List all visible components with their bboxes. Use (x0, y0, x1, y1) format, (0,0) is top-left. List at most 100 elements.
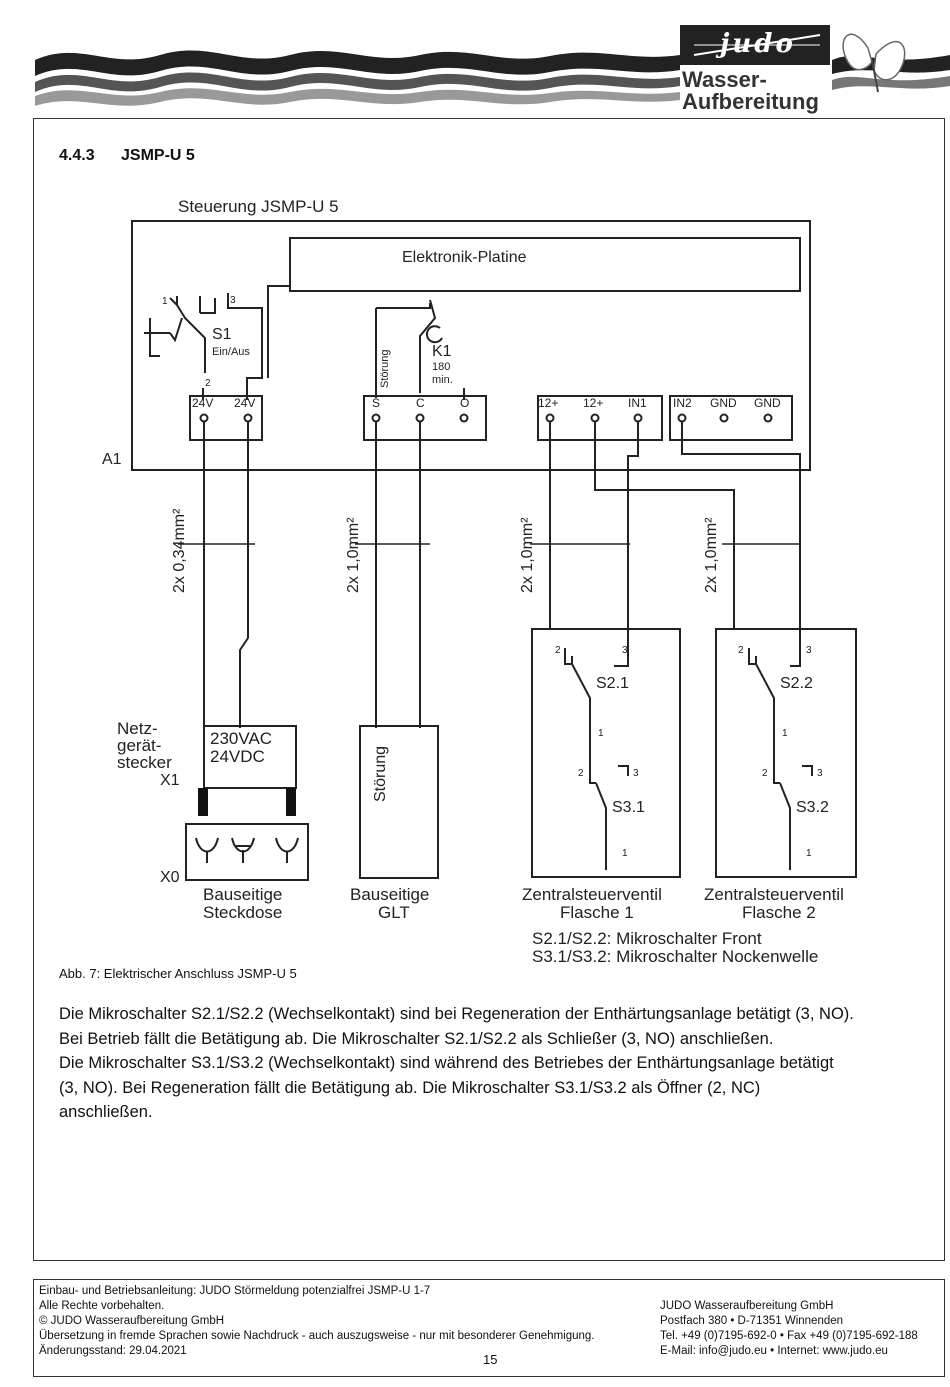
terminal-o: O (460, 396, 469, 410)
s1-pin-1: 1 (162, 296, 168, 307)
footer-rights: Alle Rechte vorbehalten. (39, 1300, 165, 1312)
x1-label: X1 (160, 772, 180, 789)
footer-translation-note: Übersetzung in fremde Sprachen sowie Nac… (39, 1330, 595, 1342)
s31-pin-3: 3 (633, 768, 639, 779)
footer-right: JUDO Wasseraufbereitung GmbH Postfach 38… (660, 1299, 918, 1359)
s22-switch: S2.2 2 3 1 (738, 645, 813, 739)
valve-2-caption-2: Flasche 2 (742, 903, 816, 922)
k1-relay: K1 180 min. Störung (375, 299, 453, 398)
s1-label: S1 (212, 326, 232, 343)
x0-label: X0 (160, 869, 180, 886)
wire-24v-2 (227, 293, 263, 400)
plug-prong-left (198, 788, 208, 816)
logo-line-2: Aufbereitung (682, 89, 819, 114)
s21-label: S2.1 (596, 675, 629, 692)
psu-line-2: 24VDC (210, 747, 265, 766)
s1-pin-2: 2 (205, 378, 211, 389)
wire-board-24v (267, 285, 290, 378)
body-line: (3, NO). Bei Regeneration fällt die Betä… (59, 1078, 761, 1097)
logo-badge: judo (680, 25, 830, 65)
s32-pin-2: 2 (762, 768, 768, 779)
footer-company: JUDO Wasseraufbereitung GmbH (660, 1300, 834, 1312)
board-label: Elektronik-Platine (402, 249, 527, 266)
terminal-s: S (372, 396, 380, 410)
socket-caption-1: Bauseitige (203, 885, 282, 904)
k1-time: 180 (432, 361, 450, 373)
terminal-12plus-2: 12+ (583, 396, 603, 410)
s21-pin-1: 1 (598, 728, 604, 739)
body-paragraph: Die Mikroschalter S2.1/S2.2 (Wechselkont… (59, 1002, 929, 1125)
footer-copyright: © JUDO Wasseraufbereitung GmbH (39, 1315, 225, 1327)
terminal-24v-2: 24V (234, 396, 255, 410)
butterfly-icon (842, 33, 906, 93)
socket-box (185, 823, 309, 881)
cable-label-4: 2x 1,0mm² (703, 517, 720, 593)
valve-2-box (715, 628, 857, 878)
valve-1-caption-1: Zentralsteuerventil (522, 885, 662, 904)
s31-pin-2: 2 (578, 768, 584, 779)
footer-left: Einbau- und Betriebsanleitung: JUDO Stör… (39, 1284, 594, 1359)
s21-pin-2: 2 (555, 645, 561, 656)
wiring-diagram: Steuerung JSMP-U 5 A1 Elektronik-Platine… (102, 197, 857, 966)
cable-power-2 (239, 422, 249, 728)
terminal-gnd-2: GND (754, 396, 781, 410)
terminal-block-power (189, 395, 263, 441)
valve-2-caption-1: Zentralsteuerventil (704, 885, 844, 904)
switch-legend-1: S2.1/S2.2: Mikroschalter Front (532, 929, 762, 948)
s31-pin-1: 1 (622, 848, 628, 859)
wave-band-right-2 (832, 76, 950, 90)
terminal-in1: IN1 (628, 396, 647, 410)
s1-switch: S1 Ein/Aus 1 3 2 (144, 295, 250, 389)
judo-logo: judo Wasser- Aufbereitung (680, 25, 830, 114)
glt-box-label: Störung (372, 746, 389, 802)
s22-label: S2.2 (780, 675, 813, 692)
footer-manual-title: Einbau- und Betriebsanleitung: JUDO Stör… (39, 1285, 431, 1297)
page-footer: Einbau- und Betriebsanleitung: JUDO Stör… (33, 1279, 945, 1377)
figure-caption: Abb. 7: Elektrischer Anschluss JSMP-U 5 (59, 966, 297, 981)
s32-label: S3.2 (796, 799, 829, 816)
body-line: Die Mikroschalter S2.1/S2.2 (Wechselkont… (59, 1005, 854, 1023)
s21-pin-3: 3 (622, 645, 628, 656)
s1-sublabel: Ein/Aus (212, 346, 250, 358)
terminal-12plus-1: 12+ (538, 396, 558, 410)
netz-label-3: stecker (117, 753, 172, 772)
terminal-block-inputs-2 (669, 395, 793, 441)
s32-pin-1: 1 (806, 848, 812, 859)
cable-v1-in1 (627, 422, 639, 653)
wave-band-mid (35, 72, 680, 92)
terminal-gnd-1: GND (710, 396, 737, 410)
footer-phone: Tel. +49 (0)7195-692-0 • Fax +49 (0)7195… (660, 1330, 918, 1342)
logo-line-1: Wasser- (682, 67, 767, 92)
glt-caption-1: Bauseitige (350, 885, 429, 904)
valve-1-box (531, 628, 681, 878)
body-line: Die Mikroschalter S3.1/S3.2 (Wechselkont… (59, 1054, 834, 1073)
body-line: Bei Betrieb fällt die Betätigung ab. Die… (59, 1029, 774, 1048)
footer-revision-date: Änderungsstand: 29.04.2021 (39, 1345, 187, 1357)
wave-band-low (35, 88, 680, 106)
footer-address: Postfach 380 • D-71351 Winnenden (660, 1315, 844, 1327)
switch-legend-2: S3.1/S3.2: Mikroschalter Nockenwelle (532, 947, 818, 966)
wave-band-top (35, 50, 680, 76)
cable-label-3: 2x 1,0mm² (519, 517, 536, 593)
s22-pin-3: 3 (806, 645, 812, 656)
terminal-block-inputs-1 (537, 395, 663, 441)
s1-pin-3: 3 (230, 295, 236, 306)
socket-symbol-icon (195, 837, 299, 863)
socket-caption-2: Steckdose (203, 903, 282, 922)
logo-wordmark: judo (720, 29, 796, 59)
s32-switch: S3.2 2 3 1 (762, 765, 829, 859)
s21-switch: S2.1 2 3 1 (555, 645, 629, 739)
plug-prong-right (286, 788, 296, 816)
s32-pin-3: 3 (817, 768, 823, 779)
cable-label-2: 2x 1,0mm² (345, 517, 362, 593)
footer-contact: E-Mail: info@judo.eu • Internet: www.jud… (660, 1345, 888, 1357)
terminal-in2: IN2 (673, 396, 692, 410)
terminal-24v-1: 24V (192, 396, 213, 410)
controller-enclosure (131, 220, 811, 471)
terminal-block-relay (363, 395, 487, 441)
stoerung-vertical-label: Störung (379, 349, 391, 388)
glt-caption-2: GLT (378, 903, 410, 922)
psu-line-1: 230VAC (210, 729, 272, 748)
controller-title: Steuerung JSMP-U 5 (178, 197, 339, 216)
